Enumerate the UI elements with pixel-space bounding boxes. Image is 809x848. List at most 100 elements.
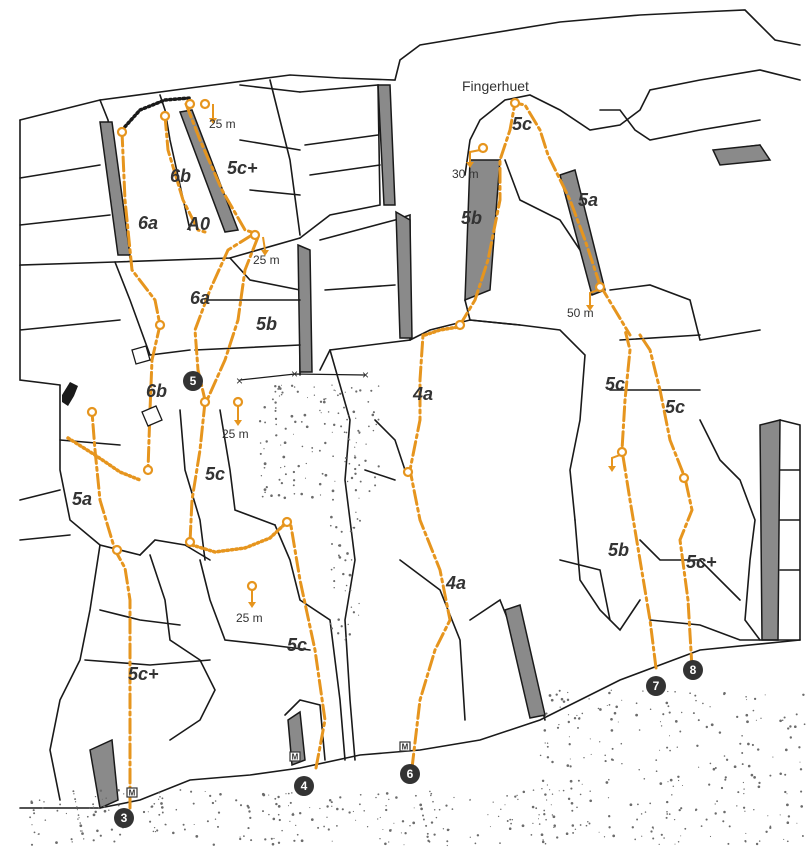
gravel-speck <box>498 816 499 817</box>
gravel-speck <box>247 827 249 829</box>
gravel-speck <box>274 401 276 403</box>
gravel-speck <box>701 825 703 827</box>
gravel-speck <box>800 791 802 793</box>
belay-ring <box>118 128 126 136</box>
gravel-speck <box>250 839 252 841</box>
gravel-speck <box>279 395 280 396</box>
marker-m: M <box>290 752 300 762</box>
gravel-speck <box>332 432 333 433</box>
gravel-speck <box>541 788 542 789</box>
belay-ring <box>479 144 487 152</box>
gravel-speck <box>752 744 754 746</box>
gravel-speck <box>275 434 277 436</box>
gravel-speck <box>158 792 160 794</box>
gravel-speck <box>266 486 268 488</box>
gravel-speck <box>583 757 584 758</box>
gravel-speck <box>285 473 287 475</box>
gravel-speck <box>608 815 610 817</box>
grade-label: 5a <box>72 489 92 509</box>
gravel-speck <box>638 769 639 770</box>
gravel-speck <box>543 813 545 815</box>
gravel-speck <box>336 825 338 827</box>
gravel-speck <box>734 765 737 768</box>
gravel-speck <box>412 822 415 825</box>
gravel-speck <box>708 784 710 786</box>
gravel-speck <box>570 765 572 767</box>
gravel-speck <box>575 829 576 830</box>
gravel-speck <box>297 834 299 836</box>
gravel-speck <box>355 512 356 513</box>
gravel-speck <box>787 727 789 729</box>
gravel-speck <box>401 832 402 833</box>
gravel-speck <box>349 574 352 577</box>
gravel-speck <box>359 803 361 805</box>
gravel-speck <box>500 809 501 810</box>
gravel-speck <box>275 418 277 420</box>
gravel-speck <box>637 804 639 806</box>
gravel-speck <box>240 837 241 838</box>
gravel-speck <box>684 828 686 830</box>
gravel-speck <box>542 780 544 782</box>
gravel-speck <box>680 835 681 836</box>
gravel-speck <box>281 482 283 484</box>
gravel-speck <box>264 838 266 840</box>
gravel-speck <box>796 713 798 715</box>
gravel-speck <box>344 461 345 462</box>
gravel-speck <box>30 801 33 804</box>
gravel-speck <box>475 843 477 845</box>
gravel-speck <box>580 824 582 826</box>
gravel-speck <box>661 725 662 726</box>
gravel-speck <box>652 837 654 839</box>
gravel-speck <box>670 779 673 782</box>
gravel-speck <box>553 827 554 828</box>
gravel-speck <box>349 633 351 635</box>
gravel-speck <box>353 527 355 529</box>
gravel-speck <box>319 410 320 411</box>
gravel-speck <box>42 807 44 809</box>
gravel-speck <box>358 464 360 466</box>
gravel-speck <box>320 401 322 403</box>
gravel-speck <box>281 385 282 386</box>
gravel-speck <box>743 788 744 789</box>
gravel-speck <box>650 709 652 711</box>
gravel-speck <box>295 825 296 826</box>
gravel-speck <box>93 814 96 817</box>
gravel-speck <box>278 494 281 497</box>
gravel-speck <box>288 805 289 806</box>
gravel-speck <box>753 809 754 810</box>
gravel-speck <box>470 837 471 838</box>
gravel-speck <box>332 841 333 842</box>
gravel-speck <box>702 703 704 705</box>
gravel-speck <box>756 843 758 845</box>
gravel-speck <box>354 456 356 458</box>
gravel-speck <box>787 821 790 824</box>
svg-text:M: M <box>402 743 409 752</box>
svg-text:7: 7 <box>653 679 660 693</box>
gravel-speck <box>375 797 376 798</box>
gravel-speck <box>607 705 608 706</box>
belay-ring <box>456 321 464 329</box>
gravel-speck <box>270 494 273 497</box>
gravel-speck <box>723 693 725 695</box>
gravel-speck <box>422 815 424 817</box>
grade-label: 6b <box>170 166 191 186</box>
gravel-speck <box>331 806 332 807</box>
gravel-speck <box>767 815 768 816</box>
gravel-speck <box>667 691 668 692</box>
gravel-speck <box>183 824 185 826</box>
gravel-speck <box>370 390 372 392</box>
gravel-speck <box>325 474 328 477</box>
belay-ring <box>201 100 209 108</box>
gravel-speck <box>378 419 380 421</box>
gravel-speck <box>351 606 352 607</box>
gravel-speck <box>558 724 559 725</box>
gravel-speck <box>568 798 570 800</box>
gravel-speck <box>544 729 547 732</box>
gravel-speck <box>727 843 729 845</box>
gravel-speck <box>323 398 325 400</box>
svg-text:×: × <box>291 367 298 381</box>
gravel-speck <box>447 845 448 846</box>
gravel-speck <box>367 401 369 403</box>
gravel-speck <box>290 802 292 804</box>
gravel-speck <box>641 836 642 837</box>
